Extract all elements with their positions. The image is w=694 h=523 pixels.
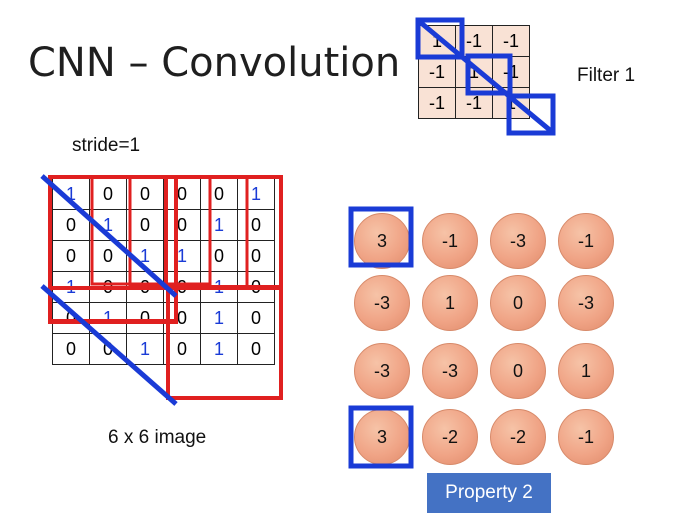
- feature-circle: 0: [490, 343, 546, 399]
- filter-cell: 1: [492, 87, 530, 119]
- image-cell: 0: [237, 271, 275, 303]
- image-cell: 0: [163, 333, 201, 365]
- feature-circle: 1: [558, 343, 614, 399]
- image-cell: 0: [52, 240, 90, 272]
- image-cell: 1: [52, 178, 90, 210]
- image-cell: 1: [200, 302, 238, 334]
- image-cell: 0: [89, 271, 127, 303]
- image-cell: 0: [200, 240, 238, 272]
- filter-cell: -1: [455, 87, 493, 119]
- feature-circle: -1: [558, 409, 614, 465]
- image-cell: 0: [89, 178, 127, 210]
- image-cell: 0: [126, 302, 164, 334]
- feature-circle: -2: [490, 409, 546, 465]
- image-cell: 1: [163, 240, 201, 272]
- image-cell: 0: [163, 271, 201, 303]
- feature-circle: -1: [422, 213, 478, 269]
- image-cell: 0: [200, 178, 238, 210]
- property-label-box: Property 2: [427, 473, 551, 513]
- feature-circle: -2: [422, 409, 478, 465]
- image-cell: 1: [200, 271, 238, 303]
- image-cell: 0: [237, 209, 275, 241]
- stride-label: stride=1: [72, 135, 141, 156]
- feature-circle: 3: [354, 409, 410, 465]
- image-cell: 0: [163, 209, 201, 241]
- image-cell: 0: [89, 333, 127, 365]
- filter-cell: -1: [492, 25, 530, 57]
- feature-circle: 3: [354, 213, 410, 269]
- image-cell: 0: [237, 240, 275, 272]
- image-label: 6 x 6 image: [108, 427, 207, 448]
- feature-circle: -3: [354, 275, 410, 331]
- image-cell: 0: [89, 240, 127, 272]
- image-cell: 0: [52, 333, 90, 365]
- image-cell: 0: [126, 178, 164, 210]
- feature-circle: 1: [422, 275, 478, 331]
- image-cell: 1: [237, 178, 275, 210]
- slide-title: CNN – Convolution: [28, 40, 401, 86]
- image-cell: 0: [237, 333, 275, 365]
- image-cell: 1: [52, 271, 90, 303]
- feature-circle: -3: [354, 343, 410, 399]
- feature-circle: 0: [490, 275, 546, 331]
- filter-matrix: 1 -1 -1 -1 1 -1 -1 -1 1: [418, 25, 530, 119]
- image-cell: 0: [126, 209, 164, 241]
- filter-cell: -1: [418, 87, 456, 119]
- image-cell: 1: [126, 333, 164, 365]
- image-cell: 1: [89, 302, 127, 334]
- image-cell: 0: [52, 209, 90, 241]
- filter-cell: 1: [455, 56, 493, 88]
- filter-cell: -1: [418, 56, 456, 88]
- image-cell: 1: [200, 333, 238, 365]
- image-cell: 0: [52, 302, 90, 334]
- image-cell: 0: [163, 178, 201, 210]
- filter-cell: -1: [492, 56, 530, 88]
- feature-circle: -3: [558, 275, 614, 331]
- image-cell: 0: [126, 271, 164, 303]
- image-matrix: 1 0 0 0 0 1 0 1 0 0 1 0 0 0 1 1 0 0 1 0 …: [52, 178, 275, 365]
- feature-circle: -3: [490, 213, 546, 269]
- filter-cell: 1: [418, 25, 456, 57]
- image-cell: 1: [89, 209, 127, 241]
- image-cell: 1: [126, 240, 164, 272]
- filter-label: Filter 1: [577, 65, 636, 86]
- image-cell: 0: [237, 302, 275, 334]
- feature-circle: -1: [558, 213, 614, 269]
- image-cell: 1: [200, 209, 238, 241]
- feature-circle: -3: [422, 343, 478, 399]
- filter-cell: -1: [455, 25, 493, 57]
- image-cell: 0: [163, 302, 201, 334]
